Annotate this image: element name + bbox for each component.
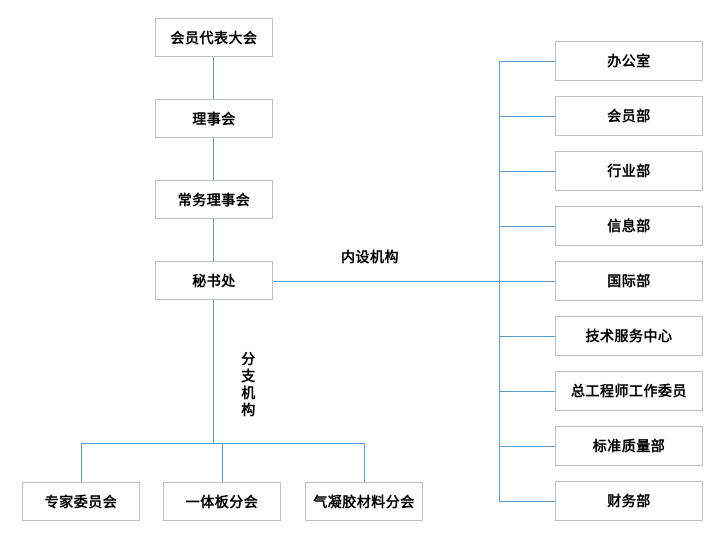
- node-department-6[interactable]: 技术服务中心: [555, 316, 703, 356]
- node-department-6-label: 技术服务中心: [585, 328, 673, 344]
- node-branch-1[interactable]: 专家委员会: [22, 482, 140, 521]
- connector-internal-stem-7: [499, 391, 555, 392]
- connector-internal-stem-6: [499, 336, 555, 337]
- node-standing-council[interactable]: 常务理事会: [155, 180, 273, 219]
- node-secretariat[interactable]: 秘书处: [155, 261, 273, 300]
- node-council[interactable]: 理事会: [155, 99, 273, 138]
- connector-internal-stem-4: [499, 226, 555, 227]
- node-department-4[interactable]: 信息部: [555, 206, 703, 246]
- node-branch-3[interactable]: 气凝胶材料分会: [305, 482, 423, 521]
- connector-standing-to-secretariat: [213, 218, 214, 261]
- edge-label-internal: 内设机构: [341, 249, 399, 265]
- connector-internal-stem-3: [499, 171, 555, 172]
- node-department-4-label: 信息部: [607, 218, 651, 234]
- edge-label-branch: 分支机构: [241, 351, 256, 418]
- node-department-7[interactable]: 总工程师工作委员: [555, 371, 703, 411]
- connector-internal-stem-1: [499, 61, 555, 62]
- node-department-8-label: 标准质量部: [592, 438, 666, 454]
- connector-branch-stem-3: [364, 443, 365, 482]
- connector-council-to-standing: [213, 138, 214, 180]
- node-branch-1-label: 专家委员会: [44, 493, 118, 510]
- node-department-1[interactable]: 办公室: [555, 41, 703, 81]
- connector-internal-stem-2: [499, 116, 555, 117]
- connector-internal-stem-9: [499, 501, 555, 502]
- node-branch-2[interactable]: 一体板分会: [163, 482, 281, 521]
- connector-internal-stem-8: [499, 446, 555, 447]
- node-department-5-label: 国际部: [607, 273, 651, 289]
- node-branch-2-label: 一体板分会: [185, 493, 259, 510]
- node-department-5[interactable]: 国际部: [555, 261, 703, 301]
- node-assembly-label: 会员代表大会: [170, 29, 258, 46]
- connector-internal-stem-5: [499, 281, 555, 282]
- node-branch-3-label: 气凝胶材料分会: [313, 493, 415, 510]
- connector-branch-stem-1: [81, 443, 82, 482]
- connector-assembly-to-council: [213, 57, 214, 99]
- node-department-7-label: 总工程师工作委员: [571, 383, 687, 399]
- connector-branch-stem-2: [222, 443, 223, 482]
- node-department-2-label: 会员部: [607, 108, 651, 124]
- node-assembly[interactable]: 会员代表大会: [155, 18, 273, 57]
- node-department-3[interactable]: 行业部: [555, 151, 703, 191]
- node-department-1-label: 办公室: [607, 53, 651, 69]
- node-department-3-label: 行业部: [607, 163, 651, 179]
- connector-secretariat-to-internal-bus: [273, 281, 500, 282]
- node-department-9-label: 财务部: [607, 493, 651, 509]
- node-department-9[interactable]: 财务部: [555, 481, 703, 521]
- node-council-label: 理事会: [192, 110, 236, 127]
- node-secretariat-label: 秘书处: [192, 272, 236, 289]
- node-department-8[interactable]: 标准质量部: [555, 426, 703, 466]
- connector-secretariat-to-branch-bus: [213, 300, 214, 444]
- node-department-2[interactable]: 会员部: [555, 96, 703, 136]
- node-standing-council-label: 常务理事会: [177, 191, 251, 208]
